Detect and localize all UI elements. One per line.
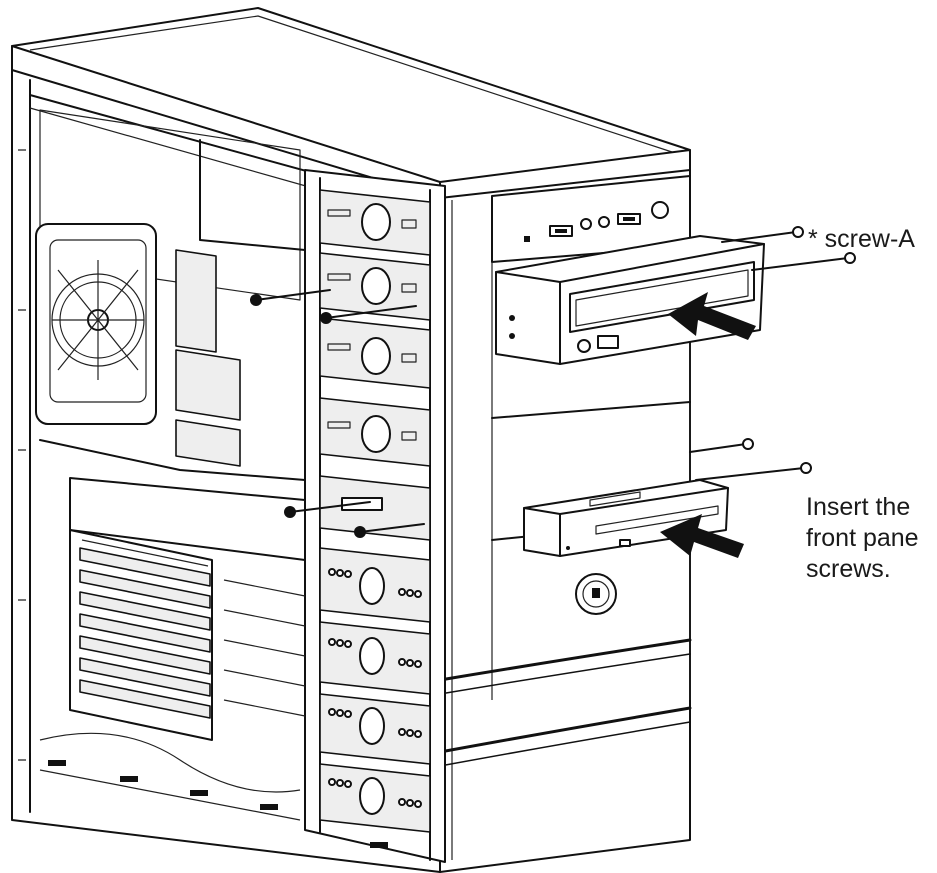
- screw-icon: [284, 506, 296, 518]
- drive-cage: [304, 169, 446, 863]
- lock-icon: [575, 573, 617, 615]
- instruction-line-3: screws.: [806, 555, 891, 583]
- case-floor: [39, 732, 388, 848]
- instruction-line-2: front pane: [806, 524, 919, 552]
- screw-icon: [844, 252, 856, 264]
- arrow-icon: [660, 514, 744, 558]
- screw-a-label: * screw-A: [808, 225, 915, 253]
- screw-icon: [742, 438, 754, 450]
- bay-dots: [328, 568, 422, 808]
- screw-icon: [800, 462, 812, 474]
- front-io-ports: [524, 201, 669, 242]
- screw-icon: [792, 226, 804, 238]
- optical-drive: [495, 235, 765, 365]
- arrow-icon: [668, 292, 756, 340]
- internal-brackets: [39, 249, 306, 561]
- screws: [250, 226, 856, 538]
- screw-icon: [250, 294, 262, 306]
- instruction-text: Insert the front pane screws.: [806, 492, 919, 585]
- fan-icon: [35, 223, 157, 425]
- bay-5-25: [319, 189, 431, 467]
- psu-area: [39, 109, 306, 301]
- screw-icon: [354, 526, 366, 538]
- screw-icon: [320, 312, 332, 324]
- expansion-slots: [69, 529, 306, 741]
- instruction-line-1: Insert the: [806, 493, 911, 521]
